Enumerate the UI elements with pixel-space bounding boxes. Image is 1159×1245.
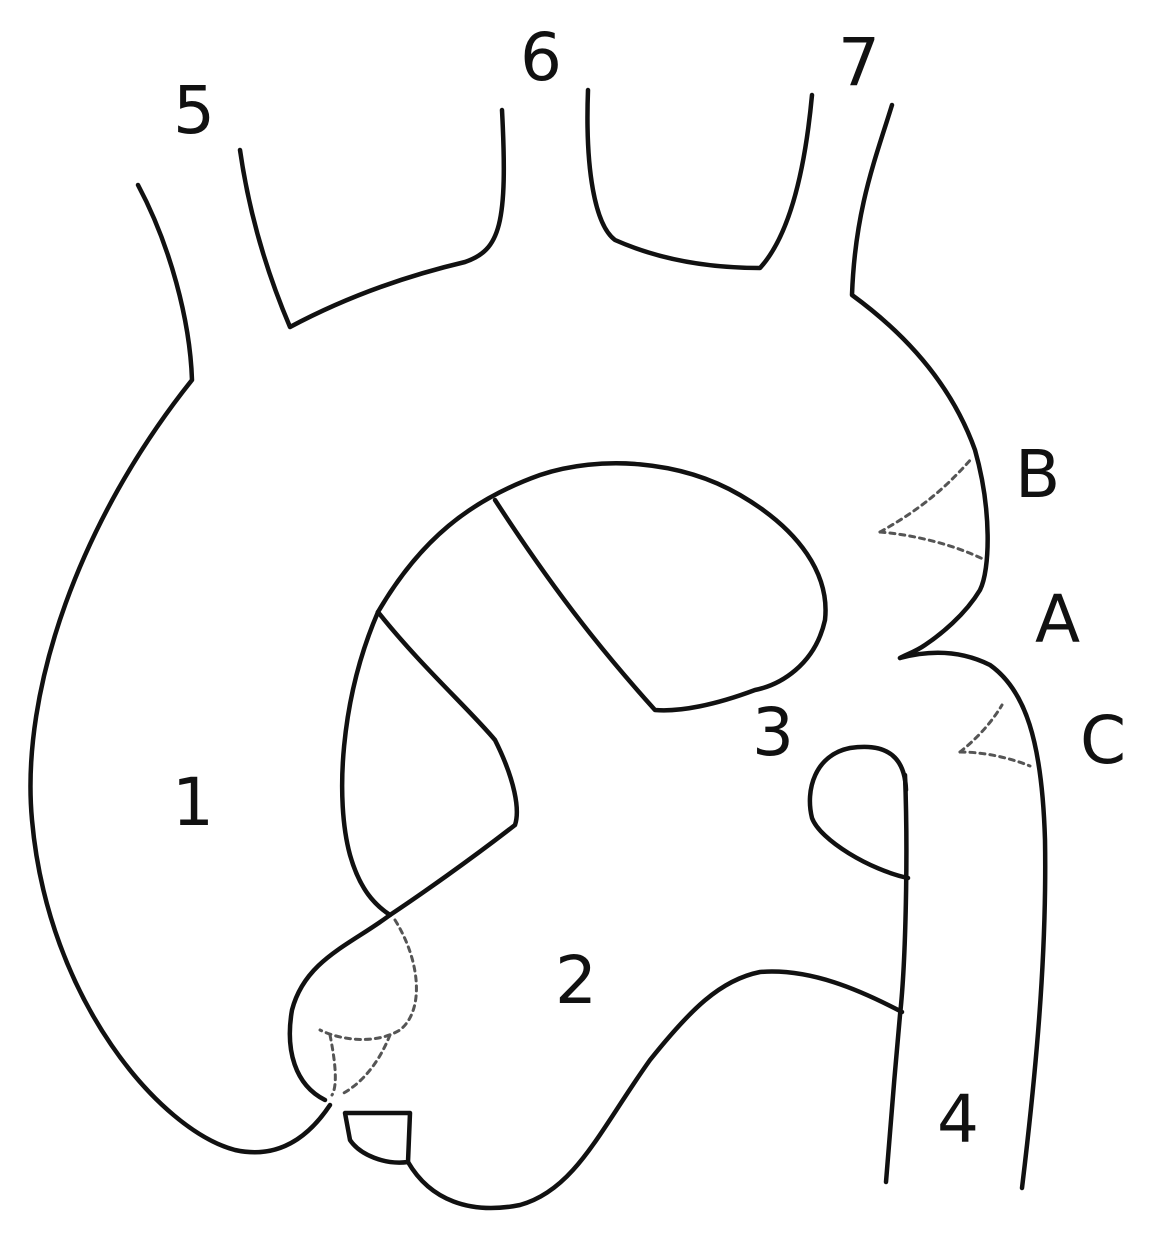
label-1: 1 [172, 764, 214, 841]
label-3: 3 [752, 694, 794, 771]
label-c: C [1080, 702, 1126, 779]
vessel-5-outline [237, 107, 507, 330]
right-descending-inner-wall [883, 772, 909, 1185]
lower-valve-bulb [287, 912, 393, 1103]
valve-dotted-c-lower [958, 750, 1032, 768]
vessel-7-outer-wall [849, 102, 990, 661]
valve-dotted-c-upper [958, 703, 1004, 754]
label-6: 6 [520, 19, 562, 96]
small-loop-chamber [807, 744, 911, 881]
label-a: A [1035, 581, 1080, 658]
vessel-6-outline [585, 87, 815, 271]
region-2-lower-wall [405, 969, 905, 1211]
valve-dotted-lower-left-inner [328, 1033, 392, 1097]
label-2: 2 [555, 942, 597, 1019]
label-5: 5 [173, 72, 215, 149]
right-descending-outer-wall [897, 650, 1048, 1191]
label-4: 4 [937, 1081, 979, 1158]
region-3-chamber [375, 461, 828, 713]
bottom-valve-triangle [342, 1110, 413, 1165]
inner-wedge-line [375, 609, 520, 918]
label-b: B [1015, 436, 1060, 513]
inner-septum-wall [339, 609, 393, 918]
left-outer-wall [28, 182, 333, 1155]
valve-dotted-b-upper [878, 456, 974, 534]
label-7: 7 [838, 24, 880, 101]
valve-dotted-b-lower [878, 530, 987, 562]
valve-dotted-lower-left [318, 918, 418, 1041]
